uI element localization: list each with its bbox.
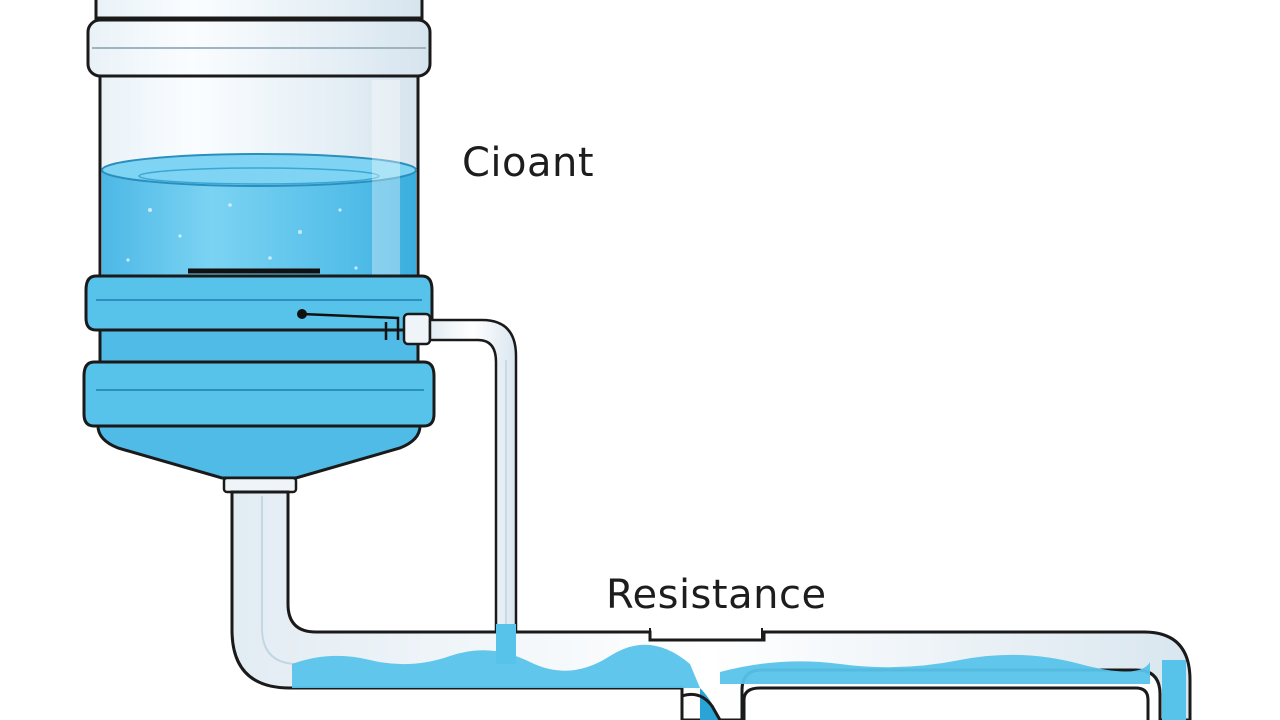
water-bottle [82, 0, 436, 494]
side-tube [428, 318, 518, 652]
bottle-neck [94, 0, 424, 20]
bottle-funnel [96, 424, 422, 480]
side-connector [402, 312, 432, 346]
bottle-rib-1 [84, 274, 434, 332]
bottle-rib-3 [82, 360, 436, 428]
label-top: Cioant [462, 140, 595, 186]
bottle-water [102, 158, 416, 290]
bottle-outlet [222, 476, 298, 494]
lower-loop [742, 686, 1150, 720]
junction [680, 692, 722, 720]
water-surface [101, 153, 417, 187]
bottle-rib-2 [98, 328, 420, 364]
label-resistance: Resistance [606, 572, 827, 618]
pipe-water [292, 624, 1186, 720]
